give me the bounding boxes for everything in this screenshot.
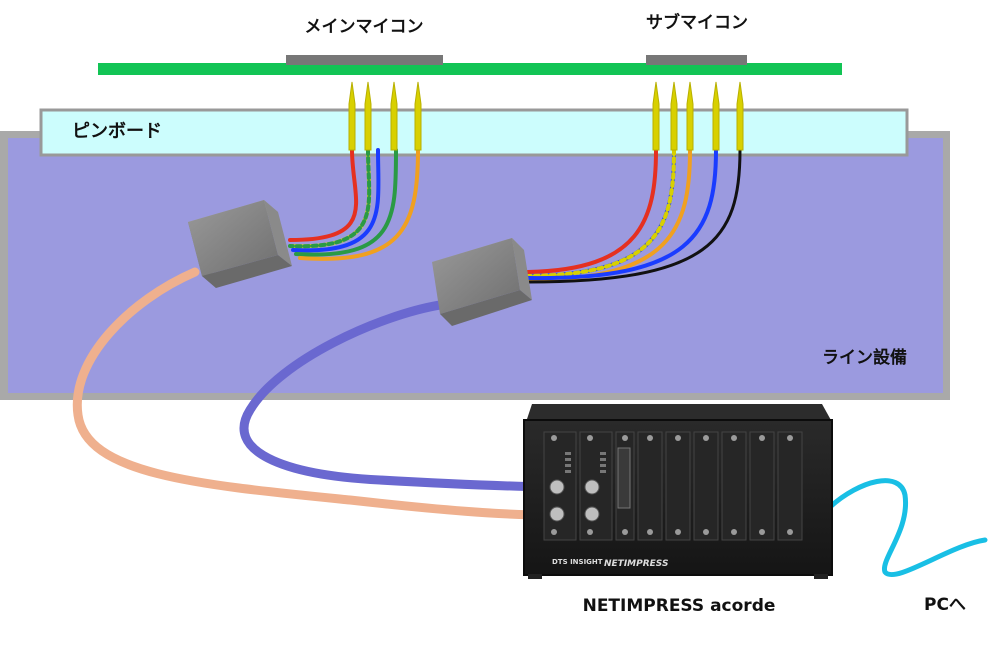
device-slots [543,431,803,541]
probe-box-sub [432,238,532,326]
probe-box-main [188,200,292,288]
main-mcu-label: メインマイコン [305,17,424,37]
netimpress-device: DTS INSIGHT NETIMPRESS [523,404,833,579]
to-pc-label: PCへ [924,595,966,615]
sub-mcu-pins [652,81,744,151]
device-port [617,447,631,509]
main-mcu-chip [286,55,443,65]
device-brand: DTS INSIGHT [552,558,603,566]
pin-board-label: ピンボード [72,121,162,142]
line-equipment-label: ライン設備 [822,347,907,368]
sub-mcu-chip [646,55,747,65]
device-logo: NETIMPRESS [604,559,668,569]
device-leds [565,452,606,473]
pc-cable [827,478,988,577]
main-mcu-wires [288,148,420,261]
sub-mcu-label: サブマイコン [646,12,748,33]
device-name-label: NETIMPRESS acorde [583,596,776,616]
pogo-pins [348,81,744,151]
blue-probe-cable [239,300,553,492]
pin-board [39,108,909,157]
orange-probe-cable [72,267,555,520]
sub-mcu-wires [526,148,742,284]
device-screws [551,435,793,535]
device-connectors [549,479,600,522]
pcb-board [98,55,842,75]
main-mcu-pins [348,81,422,151]
